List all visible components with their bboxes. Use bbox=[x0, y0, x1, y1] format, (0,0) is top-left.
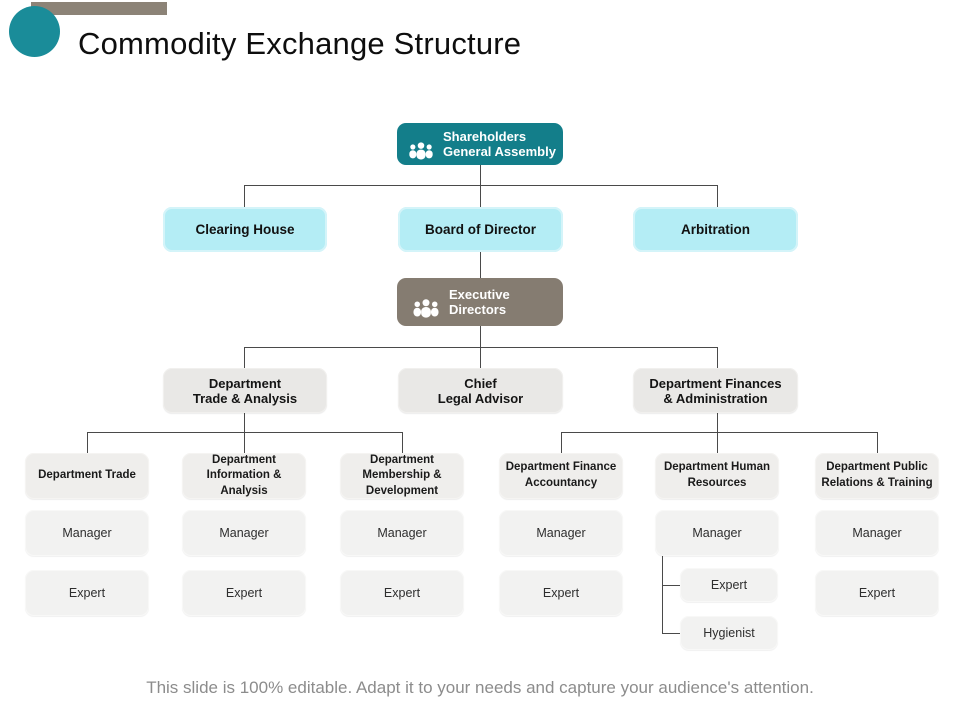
org-node-label: Department Trade & Analysis bbox=[192, 375, 298, 406]
title-decor-bar bbox=[31, 2, 167, 15]
org-node-label: Manager bbox=[852, 526, 902, 540]
org-node-chief-legal-advisor: Chief Legal Advisor bbox=[398, 368, 563, 413]
footer-note: This slide is 100% editable. Adapt it to… bbox=[146, 678, 814, 697]
org-node-label: Board of Director bbox=[424, 222, 536, 237]
connector-line bbox=[244, 432, 245, 453]
org-node-executive-directors: Executive Directors bbox=[397, 278, 563, 326]
title-decor-circle bbox=[9, 6, 60, 57]
org-node-label: Department Finance Accountancy bbox=[505, 461, 617, 489]
org-node-clearing-house: Clearing House bbox=[163, 207, 327, 252]
org-node-department-finances-administration: Department Finances & Administration bbox=[633, 368, 798, 413]
people-group-icon bbox=[411, 283, 441, 321]
org-node-label: Shareholders General Assembly bbox=[443, 129, 556, 159]
org-node-manager: Manager bbox=[815, 510, 939, 556]
org-node-label: Expert bbox=[383, 586, 421, 600]
org-node-label: Department Finances & Administration bbox=[649, 375, 782, 406]
org-node-label: Manager bbox=[62, 526, 112, 540]
connector-line bbox=[561, 432, 562, 453]
connector-line bbox=[561, 432, 877, 433]
connector-line bbox=[662, 585, 680, 586]
connector-line bbox=[480, 165, 481, 185]
org-node-label: Arbitration bbox=[681, 222, 750, 237]
connector-line bbox=[480, 252, 481, 278]
connector-line bbox=[662, 633, 680, 634]
org-node-department-public-relations-training: Department Public Relations & Training bbox=[815, 453, 939, 499]
connector-line bbox=[244, 347, 245, 368]
connector-line bbox=[877, 432, 878, 453]
org-node-expert: Expert bbox=[499, 570, 623, 616]
org-node-department-membership-development: Department Membership & Development bbox=[340, 453, 464, 499]
org-node-expert: Expert bbox=[680, 568, 778, 602]
org-node-department-trade-analysis: Department Trade & Analysis bbox=[163, 368, 327, 413]
org-node-board-of-director: Board of Director bbox=[398, 207, 563, 252]
connector-line bbox=[87, 432, 88, 453]
org-node-label: Hygienist bbox=[703, 626, 755, 640]
org-node-label: Department Human Resources bbox=[663, 461, 771, 489]
connector-line bbox=[717, 347, 718, 368]
org-node-hygienist: Hygienist bbox=[680, 616, 778, 650]
org-node-department-finance-accountancy: Department Finance Accountancy bbox=[499, 453, 623, 499]
connector-line bbox=[717, 413, 718, 432]
connector-line bbox=[480, 326, 481, 347]
org-node-label: Department Public Relations & Training bbox=[821, 461, 933, 489]
org-node-department-trade: Department Trade bbox=[25, 453, 149, 499]
org-node-arbitration: Arbitration bbox=[633, 207, 798, 252]
org-node-expert: Expert bbox=[25, 570, 149, 616]
org-node-label: Expert bbox=[858, 586, 896, 600]
org-node-expert: Expert bbox=[815, 570, 939, 616]
org-node-department-human-resources: Department Human Resources bbox=[655, 453, 779, 499]
org-node-shareholders-general-assembly: Shareholders General Assembly bbox=[397, 123, 563, 165]
org-node-label: Manager bbox=[219, 526, 269, 540]
connector-line bbox=[717, 432, 718, 453]
connector-line bbox=[717, 185, 718, 207]
page-title: Commodity Exchange Structure bbox=[78, 26, 522, 61]
org-node-expert: Expert bbox=[340, 570, 464, 616]
org-node-label: Expert bbox=[542, 586, 580, 600]
org-node-label: Manager bbox=[692, 526, 742, 540]
org-node-label: Department Membership & Development bbox=[362, 453, 442, 497]
connector-line bbox=[480, 347, 481, 368]
org-node-manager: Manager bbox=[655, 510, 779, 556]
org-node-label: Manager bbox=[536, 526, 586, 540]
org-node-label: Department Information & Analysis bbox=[206, 453, 282, 497]
people-group-icon bbox=[407, 126, 435, 163]
org-node-manager: Manager bbox=[25, 510, 149, 556]
org-node-label: Expert bbox=[225, 586, 263, 600]
connector-line bbox=[662, 556, 663, 633]
org-node-label: Department Trade bbox=[38, 469, 136, 482]
org-node-label: Expert bbox=[68, 586, 106, 600]
org-node-department-information-analysis: Department Information & Analysis bbox=[182, 453, 306, 499]
org-node-manager: Manager bbox=[499, 510, 623, 556]
org-node-label: Expert bbox=[710, 578, 748, 592]
org-node-manager: Manager bbox=[182, 510, 306, 556]
org-node-expert: Expert bbox=[182, 570, 306, 616]
org-node-manager: Manager bbox=[340, 510, 464, 556]
org-node-label: Manager bbox=[377, 526, 427, 540]
org-node-label: Clearing House bbox=[195, 222, 295, 237]
org-node-label: Chief Legal Advisor bbox=[437, 375, 524, 406]
org-node-label: Executive Directors bbox=[449, 287, 510, 317]
connector-line bbox=[402, 432, 403, 453]
connector-line bbox=[244, 413, 245, 432]
connector-line bbox=[480, 185, 481, 207]
connector-line bbox=[244, 185, 245, 207]
